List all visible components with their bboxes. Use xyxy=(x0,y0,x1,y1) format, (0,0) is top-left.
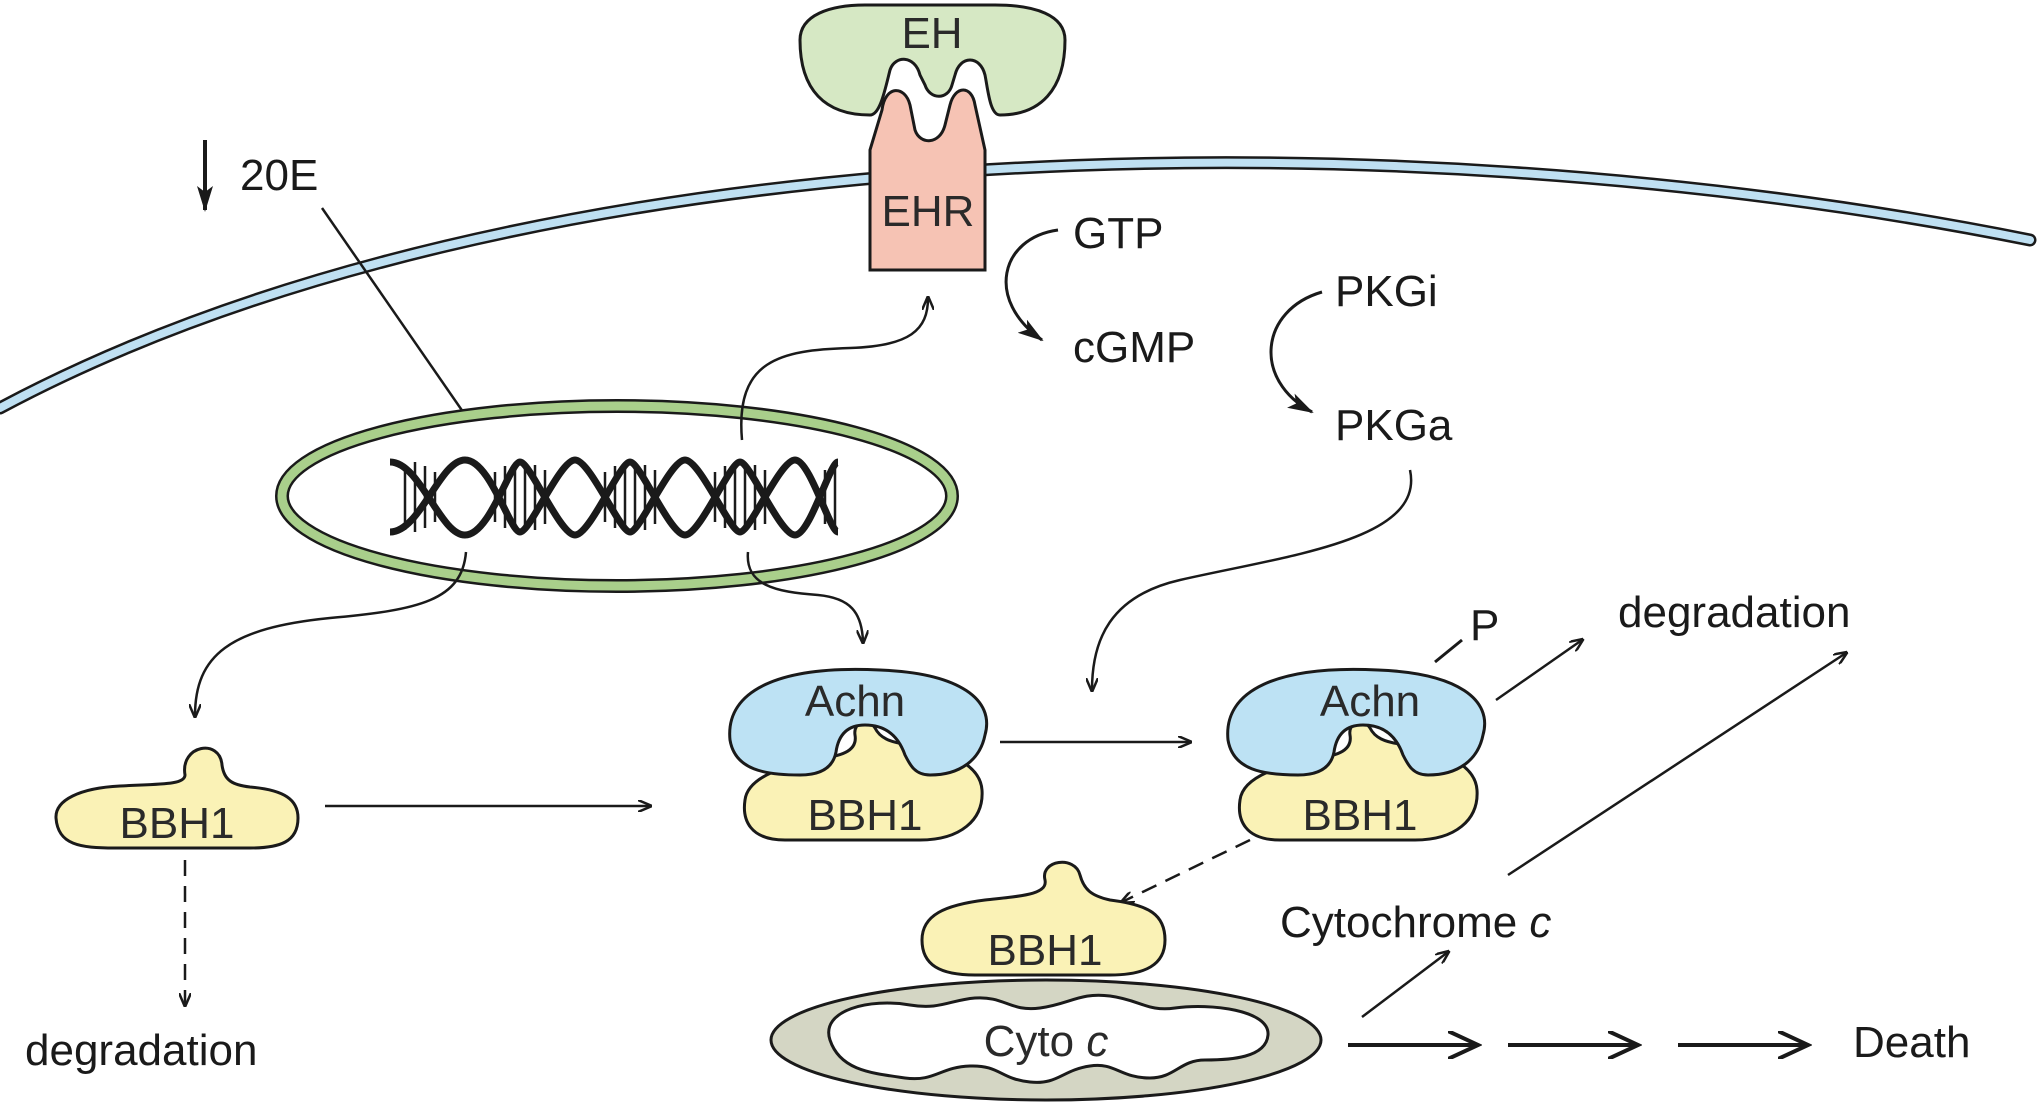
ecdysone-label: 20E xyxy=(240,151,318,200)
bbh1-free: BBH1 xyxy=(54,746,300,850)
cyto-c-label: Cyto c xyxy=(984,1017,1109,1066)
pkgi-to-pkga-arrow xyxy=(1269,290,1323,414)
cyto-c-italic: c xyxy=(1086,1017,1108,1066)
bbh1-complex-2-label: BBH1 xyxy=(1303,791,1418,840)
degradation-bottom-label: degradation xyxy=(25,1026,257,1075)
bbh1-complex-1-label: BBH1 xyxy=(808,791,923,840)
gtp-label: GTP xyxy=(1073,209,1163,258)
achn-1-label: Achn xyxy=(805,677,905,726)
dna-helix-icon xyxy=(389,456,841,539)
ehr-label: EHR xyxy=(882,187,975,236)
pkga-label: PKGa xyxy=(1335,401,1453,450)
achn-2 xyxy=(1226,667,1487,777)
death-label: Death xyxy=(1853,1018,1970,1067)
ecdysone-input: 20E xyxy=(197,140,318,212)
achn-bbh1-complex: BBH1 Achn xyxy=(728,667,989,842)
pkgi-label: PKGi xyxy=(1335,267,1438,316)
cytochrome-c-label: Cytochrome c xyxy=(1280,898,1551,947)
eh-hormone: EH xyxy=(798,3,1067,117)
complex-to-degradation-arrow xyxy=(1495,640,1582,702)
phospho-bond xyxy=(1434,638,1463,664)
dna-to-achn-arrow xyxy=(746,551,863,642)
degradation-top-label: degradation xyxy=(1618,588,1850,637)
pkga-to-complex-arrow xyxy=(1092,469,1413,690)
cyto-c-release-arrow xyxy=(1361,952,1448,1018)
gtp-to-cgmp-arrow xyxy=(1004,228,1059,342)
phospho-achn-bbh1-complex: BBH1 Achn P xyxy=(1226,601,1499,842)
dna-to-ehr-arrow xyxy=(740,298,928,441)
dna-to-bbh1-arrow xyxy=(195,551,468,716)
bbh1-released: BBH1 xyxy=(920,860,1167,977)
cgmp-label: cGMP xyxy=(1073,323,1195,372)
eh-label: EH xyxy=(901,9,962,58)
achn-1 xyxy=(728,667,989,777)
cytochrome-italic: c xyxy=(1529,898,1551,947)
achn-2-label: Achn xyxy=(1320,677,1420,726)
bbh1-released-label: BBH1 xyxy=(988,926,1103,975)
cytochrome-to-degradation-arrow xyxy=(1507,653,1846,877)
nucleus xyxy=(275,399,959,593)
bbh1-free-label: BBH1 xyxy=(120,799,235,848)
cyto-c-text: Cyto xyxy=(984,1017,1074,1066)
ecdysone-to-dna-arrow xyxy=(320,207,488,448)
mitochondrion: Cyto c xyxy=(769,978,1323,1102)
cytochrome-text: Cytochrome xyxy=(1280,898,1517,947)
ehr-receptor: EHR xyxy=(868,88,987,272)
bbh1-release-arrow xyxy=(1122,838,1251,902)
phospho-label: P xyxy=(1470,601,1499,650)
